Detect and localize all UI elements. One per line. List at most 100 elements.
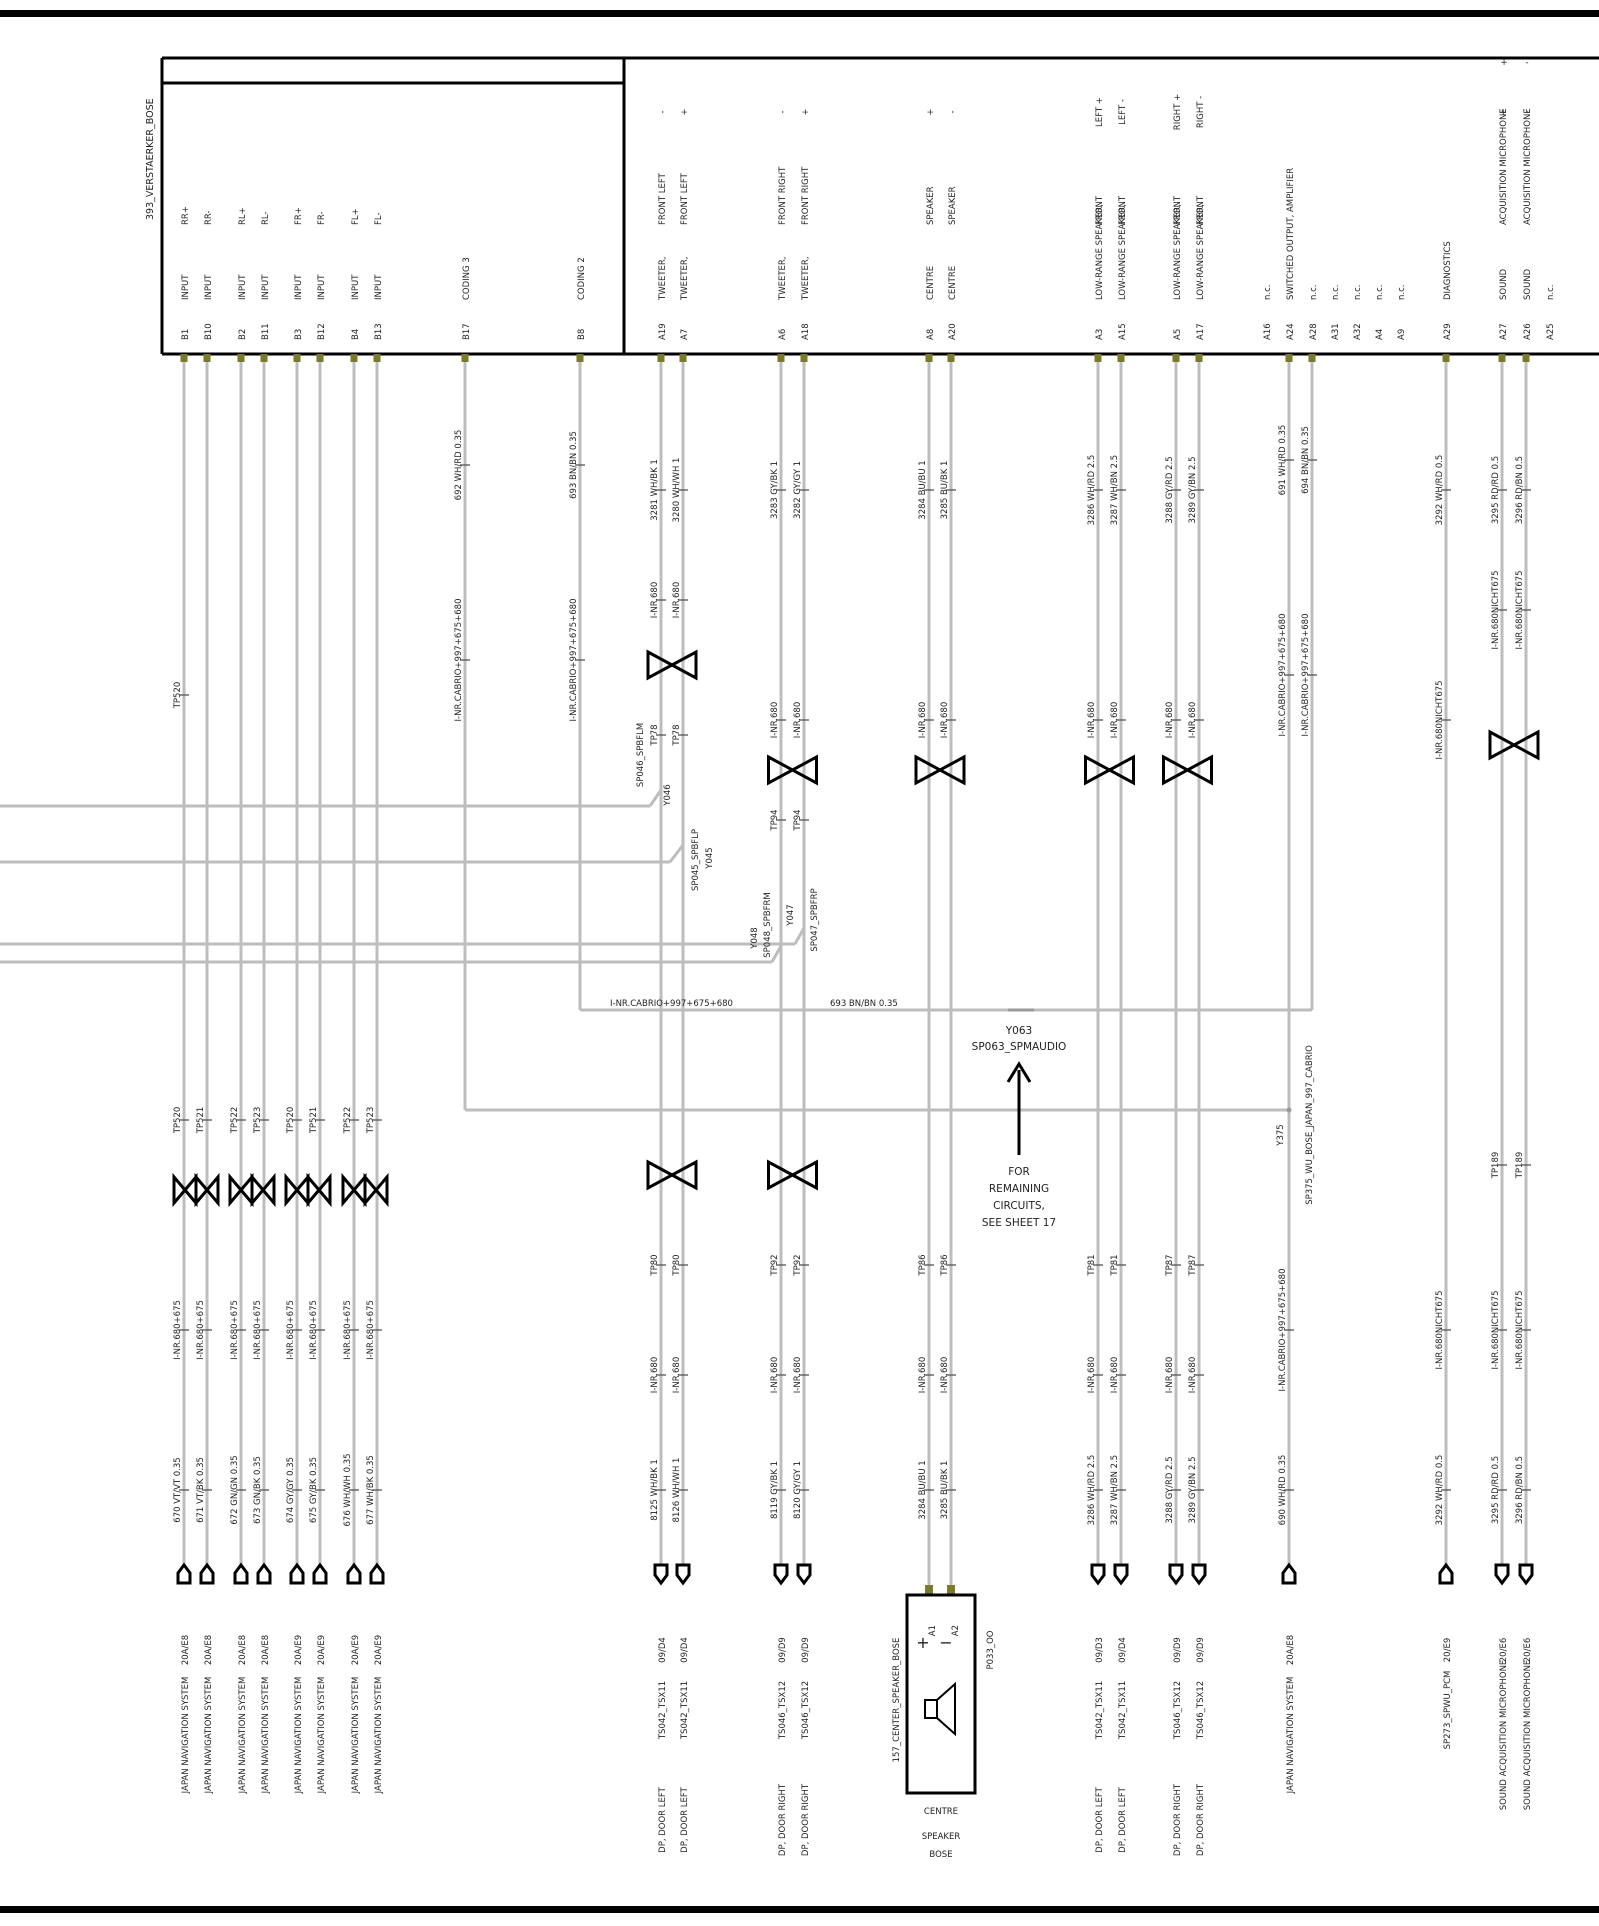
pin-terminal [777, 354, 785, 362]
pin-number: A29 [1443, 323, 1453, 340]
speaker-pin-a2: A2 [951, 1625, 961, 1636]
top-border [0, 10, 1599, 17]
pin-polarity: - [778, 110, 788, 113]
pin-function: INPUT [238, 274, 248, 300]
wire-label-bottom: 676 WH/WH 0.35 [343, 1453, 353, 1526]
dest-ref: 09/D4 [680, 1637, 690, 1663]
dest-connector: TS046_TSX12 [801, 1681, 811, 1740]
pin-polarity: LEFT - [1118, 99, 1128, 125]
wire-end-terminal [233, 1562, 249, 1585]
wire-label-top: 3281 WH/BK 1 [650, 459, 660, 521]
dest-connector: TS042_TSX11 [680, 1681, 690, 1740]
wire-end-terminal [1168, 1563, 1184, 1586]
dest-ref: 20A/E9 [351, 1635, 361, 1665]
option-label: I-NR.680 [940, 1357, 950, 1393]
branch-wire [793, 927, 806, 945]
connector-symbol [1488, 729, 1540, 761]
pin-number: B8 [577, 329, 587, 340]
dest-ref: 09/D3 [1095, 1637, 1105, 1663]
hwire-label: I-NR.CABRIO+997+675+680 [610, 999, 733, 1009]
pin-number: A16 [1263, 323, 1273, 340]
labels: B1INPUTRR+B10INPUTRR-B2INPUTRL+B11INPUTR… [173, 58, 1556, 1856]
pin-signal: ACQUISITION MICROPHONE [1499, 108, 1509, 225]
pin-terminal [1498, 354, 1506, 362]
pin-number: A3 [1095, 329, 1105, 340]
pin-number: A28 [1309, 323, 1319, 340]
pin-terminal [1285, 354, 1293, 362]
pin-signal: FL+ [351, 208, 361, 225]
wire-end-terminal [1281, 1562, 1297, 1585]
option-label: I-NR.680 [672, 582, 682, 618]
pin-signal: ACQUISITION MICROPHONE [1523, 108, 1533, 225]
module-393-verstaerker-bose: 393_VERSTAERKER_BOSE [145, 56, 1599, 356]
pin-function: n.c. [1263, 285, 1273, 300]
pin-function: TWEETER, [680, 256, 690, 301]
tp-label: TP520 [173, 682, 183, 710]
tp-label: TP87 [1165, 1254, 1175, 1276]
option-label: I-NR.CABRIO+997+675+680 [1301, 614, 1311, 737]
option-label: I-NR.680 [940, 702, 950, 738]
connector-symbol [1162, 754, 1213, 786]
dest-ref: 20/E9 [1443, 1638, 1453, 1662]
wire-label-top: 3286 WH/RD 2.5 [1087, 455, 1097, 526]
dest-connector: TS042_TSX11 [1118, 1681, 1128, 1740]
pin-signal: FR- [317, 211, 327, 225]
splice-label: Y047 [786, 904, 796, 926]
connector-symbol [767, 754, 818, 786]
splice-label: Y048 [750, 927, 760, 949]
pin-polarity: + [1499, 108, 1509, 115]
pin-terminal [1094, 354, 1102, 362]
pin-terminal [373, 354, 381, 362]
pin-signal: FRONT RIGHT [778, 166, 788, 225]
pin-number: A27 [1499, 323, 1509, 340]
dest-ref: 20A/E8 [181, 1635, 191, 1665]
pin-signal: SPEAKER [948, 186, 958, 225]
option-label: I-NR.680 [650, 1357, 660, 1393]
remaining-line-2: REMAINING [989, 1183, 1049, 1195]
remaining-circuits-note: Y063 SP063_SPMAUDIO FOR REMAINING CIRCUI… [972, 1025, 1067, 1229]
option-label: I-NR.680+675 [366, 1300, 376, 1360]
wire-end-terminal [346, 1562, 362, 1585]
pin-polarity: RIGHT - [1196, 96, 1206, 128]
wire-end-terminal [675, 1563, 691, 1586]
dest-ref: 09/D4 [1118, 1637, 1128, 1663]
option-label: I-NR.680NICHT675 [1435, 680, 1445, 759]
dest-connector: TS046_TSX12 [1196, 1681, 1206, 1740]
pin-function: INPUT [261, 274, 271, 300]
speaker-caption-2: SPEAKER [922, 1832, 961, 1842]
pin-number: B2 [238, 329, 248, 340]
option-label: I-NR.CABRIO+997+675+680 [569, 599, 579, 722]
pin-number: A15 [1118, 323, 1128, 340]
wire-label-top: 3284 BU/BU 1 [918, 460, 928, 519]
branch-wire [770, 945, 783, 963]
wire-label-top: 3295 RD/RD 0.5 [1491, 456, 1501, 524]
pin-polarity: RIGHT + [1173, 94, 1183, 130]
option-label: I-NR.680 [1087, 702, 1097, 738]
pin-number: A9 [1397, 329, 1407, 340]
pin-number: A17 [1196, 323, 1206, 340]
dest-connector: JAPAN NAVIGATION SYSTEM [374, 1677, 384, 1795]
speaker-pin-terminal [947, 1585, 955, 1595]
pin-function: SWITCHED OUTPUT, AMPLIFIER [1286, 168, 1296, 300]
wire-label-bottom: 3288 GY/RD 2.5 [1165, 1456, 1175, 1523]
dest-ref: 20A/E8 [238, 1635, 248, 1665]
dest-connector: SOUND ACQUISITION MICROPHONE [1523, 1660, 1533, 1811]
wire-end-terminal [1113, 1563, 1129, 1586]
option-label: I-NR.680 [1110, 702, 1120, 738]
wire-label-bottom: 675 GY/BK 0.35 [309, 1457, 319, 1523]
dest-connector: TS042_TSX11 [1095, 1681, 1105, 1740]
wire-label-bottom: 8126 WH/WH 1 [672, 1458, 682, 1523]
pin-function: DIAGNOSTICS [1443, 241, 1453, 300]
wire-label-bottom: 677 WH/BK 0.35 [366, 1455, 376, 1525]
option-label: I-NR.680 [793, 702, 803, 738]
tp-label: TP78 [650, 724, 660, 746]
pin-polarity: - [658, 110, 668, 113]
wire-label-bottom: 670 VT/VT 0.35 [173, 1457, 183, 1522]
dest-connector: SOUND ACQUISITION MICROPHONE [1499, 1660, 1509, 1811]
option-label: I-NR.680NICHT675 [1491, 1290, 1501, 1369]
connector-symbol [767, 1159, 818, 1191]
pin-function: LOW-RANGE SPEAKER, [1118, 204, 1128, 300]
tp-label: TP78 [672, 724, 682, 746]
pin-terminal [657, 354, 665, 362]
option-label: I-NR.680 [918, 1357, 928, 1393]
